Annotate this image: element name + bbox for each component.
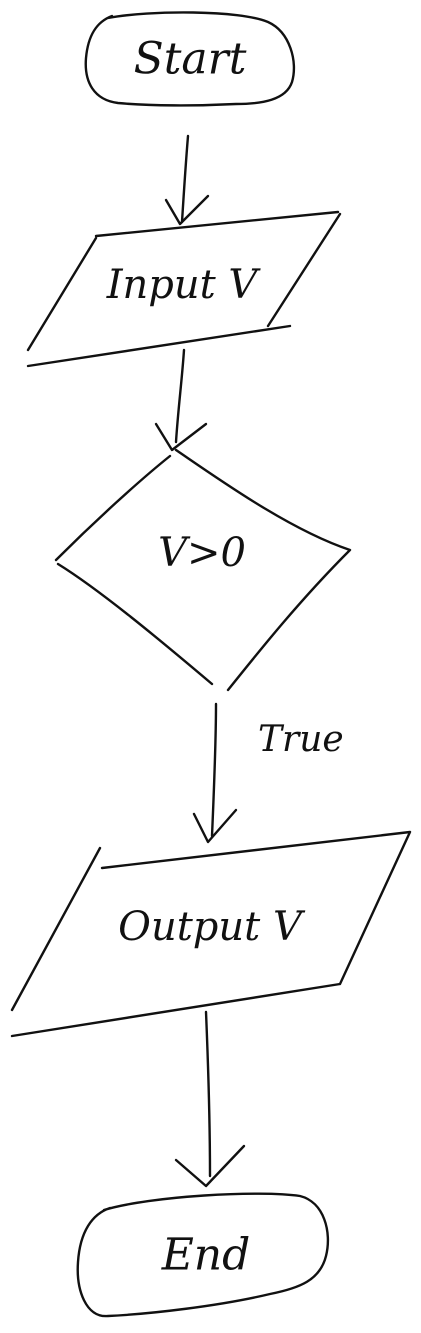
decision-label: V>0 (158, 530, 246, 576)
input-node: Input V (26, 210, 342, 368)
start-node: Start (84, 11, 296, 107)
arrow-decision-to-output: True (192, 702, 344, 844)
arrow-head-icon (174, 1144, 246, 1188)
arrow-head-icon (164, 194, 210, 226)
input-parallelogram-shape (26, 210, 342, 368)
decision-diamond-shape (54, 448, 352, 692)
output-node: Output V (10, 830, 412, 1038)
decision-node: V>0 (54, 448, 352, 692)
start-label: Start (134, 34, 247, 85)
true-branch-label: True (258, 719, 344, 760)
output-parallelogram-shape (10, 830, 412, 1038)
input-label: Input V (106, 262, 262, 308)
arrow-line (174, 348, 186, 444)
end-node: End (76, 1192, 330, 1318)
arrow-input-to-decision (154, 348, 208, 452)
end-label: End (161, 1230, 251, 1281)
arrow-line (204, 1010, 212, 1178)
arrow-output-to-end (174, 1010, 246, 1188)
end-terminator-shape (76, 1192, 330, 1318)
arrow-head-icon (154, 422, 208, 452)
arrow-start-to-input (164, 134, 210, 226)
arrow-line (210, 702, 218, 838)
start-terminator-shape (84, 11, 296, 107)
output-label: Output V (118, 904, 306, 950)
arrow-line (180, 134, 190, 224)
arrow-head-icon (192, 808, 238, 844)
